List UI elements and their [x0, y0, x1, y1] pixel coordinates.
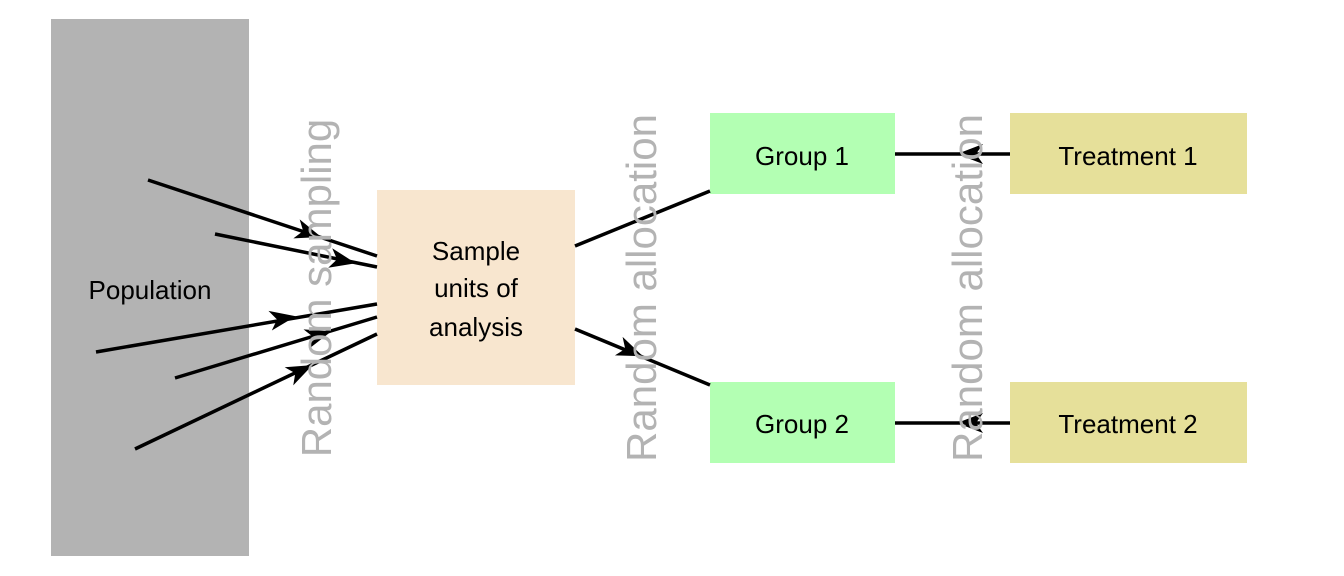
random-allocation-treatments-label: Random allocation [944, 114, 991, 462]
group-2-label: Group 2 [755, 409, 849, 439]
sampling-arrow-1 [147, 178, 378, 258]
arrowhead-icon [284, 365, 313, 386]
allocation-arrow-group-1 [574, 189, 711, 248]
treatment-2-label: Treatment 2 [1058, 409, 1197, 439]
arrowhead-icon [614, 336, 643, 357]
sample-box [377, 190, 575, 385]
sample-label-line-2: units of [434, 273, 519, 303]
random-sampling-label: Random sampling [293, 119, 340, 458]
population-box [51, 19, 249, 556]
sampling-arrow-5 [134, 332, 378, 451]
arrowhead-icon [328, 248, 356, 268]
arrowheads [268, 144, 983, 433]
arrowhead-icon [268, 310, 296, 331]
group-2-box [710, 382, 895, 463]
arrowhead-icon [293, 219, 322, 239]
treatment-2-box [1010, 382, 1247, 463]
treatment-1-box [1010, 113, 1247, 194]
sampling-arrow-4 [174, 315, 378, 380]
sampling-arrow-3 [95, 302, 378, 354]
sample-label-line-3: analysis [429, 312, 523, 342]
arrowhead-icon [957, 144, 983, 164]
group-1-label: Group 1 [755, 141, 849, 171]
population-label: Population [89, 275, 212, 305]
group-1-box [710, 113, 895, 194]
arrowhead-icon [957, 413, 983, 433]
random-allocation-groups-label: Random allocation [618, 114, 665, 462]
allocation-arrow-group-2 [574, 327, 711, 387]
arrowhead-icon [303, 329, 332, 349]
sample-label-line-1: Sample [432, 236, 520, 266]
treatment-1-label: Treatment 1 [1058, 141, 1197, 171]
